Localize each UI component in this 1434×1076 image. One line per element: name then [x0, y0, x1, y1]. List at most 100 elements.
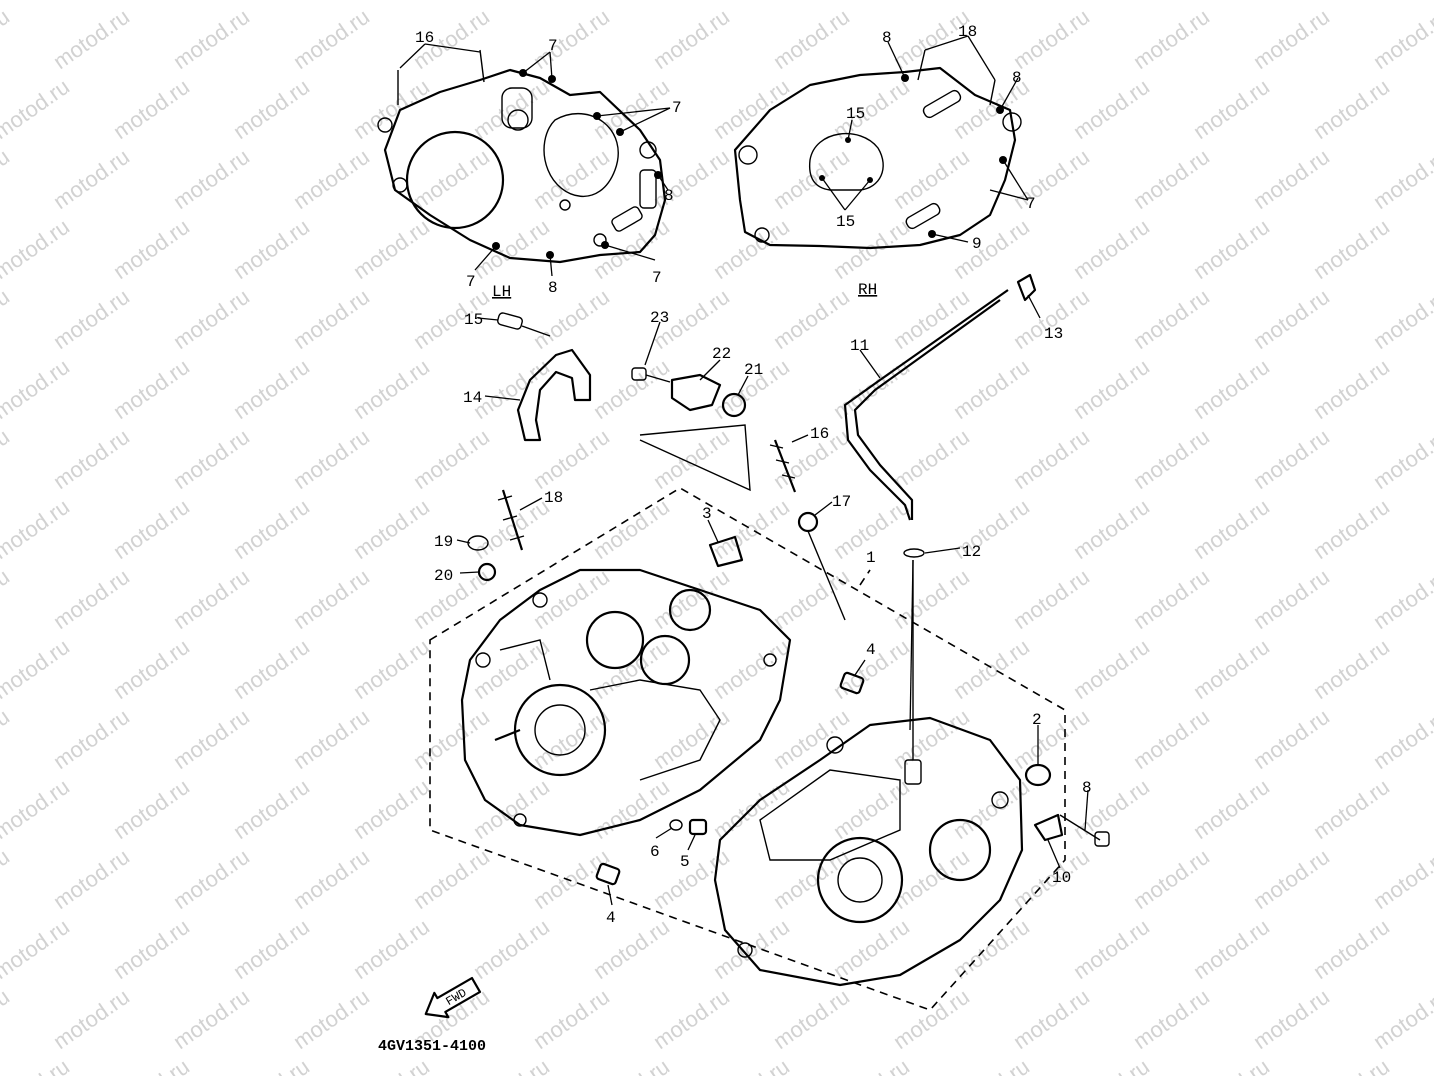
watermark-text: motod.ru: [1309, 214, 1394, 284]
watermark-text: motod.ru: [0, 494, 74, 564]
watermark-text: motod.ru: [1369, 4, 1434, 74]
watermark-text: motod.ru: [49, 4, 134, 74]
watermark-text: motod.ru: [0, 0, 74, 4]
watermark-text: motod.ru: [169, 144, 254, 214]
watermark-text: motod.ru: [1369, 844, 1434, 914]
watermark-text: motod.ru: [1069, 634, 1154, 704]
watermark-text: motod.ru: [1189, 214, 1274, 284]
watermark-text: motod.ru: [589, 914, 674, 984]
watermark-text: motod.ru: [1129, 704, 1214, 774]
watermark-text: motod.ru: [1069, 914, 1154, 984]
watermark-text: motod.ru: [289, 4, 374, 74]
watermark-text: motod.ru: [1369, 284, 1434, 354]
rh-label: RH: [858, 281, 877, 299]
watermark-text: motod.ru: [109, 74, 194, 144]
callout-15-rh-bottom: 15: [836, 213, 855, 231]
watermark-text: motod.ru: [169, 284, 254, 354]
watermark-text: motod.ru: [1309, 74, 1394, 144]
assembly-leader: [859, 569, 871, 586]
watermark-text: motod.ru: [0, 4, 14, 74]
watermark-text: motod.ru: [1429, 1054, 1434, 1076]
watermark-text: motod.ru: [169, 704, 254, 774]
watermark-text: motod.ru: [529, 984, 614, 1054]
callout-8-rh-right: 8: [1012, 69, 1022, 87]
watermark-text: motod.ru: [109, 354, 194, 424]
watermark-text: motod.ru: [649, 844, 734, 914]
watermark-text: motod.ru: [1249, 144, 1334, 214]
watermark-text: motod.ru: [949, 214, 1034, 284]
watermark-text: motod.ru: [949, 914, 1034, 984]
watermark-text: motod.ru: [1069, 74, 1154, 144]
watermark-text: motod.ru: [1069, 214, 1154, 284]
callout-19: 19: [434, 533, 453, 551]
watermark-text: motod.ru: [229, 0, 314, 4]
callout-15-bolt: 15: [464, 311, 483, 329]
watermark-text: motod.ru: [0, 1054, 74, 1076]
watermark-text: motod.ru: [229, 494, 314, 564]
watermark-text: motod.ru: [109, 0, 194, 4]
callout-7-mid: 7: [672, 99, 682, 117]
callout-8-rh-top: 8: [882, 29, 892, 47]
callout-13: 13: [1044, 325, 1063, 343]
watermark-text: motod.ru: [1009, 704, 1094, 774]
watermark-text: motod.ru: [0, 74, 74, 144]
lh-label: LH: [492, 283, 511, 301]
watermark-text: motod.ru: [1309, 1054, 1394, 1076]
watermark-text: motod.ru: [49, 984, 134, 1054]
watermark-text: motod.ru: [1129, 564, 1214, 634]
watermark-text: motod.ru: [469, 494, 554, 564]
assembly-outline: [429, 487, 1066, 1011]
callout-4-lower: 4: [606, 909, 616, 927]
watermark-text: motod.ru: [589, 354, 674, 424]
callout-9: 9: [972, 235, 982, 253]
watermark-text: motod.ru: [589, 1054, 674, 1076]
watermark-text: motod.ru: [829, 774, 914, 844]
watermark-text: motod.ru: [0, 984, 14, 1054]
callout-1: 1: [866, 549, 876, 567]
watermark-text: motod.ru: [289, 424, 374, 494]
small-parts: [467, 273, 1110, 886]
watermark-text: motod.ru: [829, 1054, 914, 1076]
watermark-text: motod.ru: [1189, 914, 1274, 984]
watermark-text: motod.ru: [229, 774, 314, 844]
watermark-text: motod.ru: [229, 214, 314, 284]
watermark-text: motod.ru: [649, 984, 734, 1054]
watermark-text: motod.ru: [829, 0, 914, 4]
watermark-text: motod.ru: [229, 1054, 314, 1076]
watermark-text: motod.ru: [349, 494, 434, 564]
watermark-text: motod.ru: [769, 284, 854, 354]
watermark-text: motod.ru: [649, 424, 734, 494]
watermark-text: motod.ru: [1129, 4, 1214, 74]
watermark-text: motod.ru: [949, 634, 1034, 704]
watermark-text: motod.ru: [1129, 144, 1214, 214]
watermark-text: motod.ru: [349, 214, 434, 284]
watermark-text: motod.ru: [769, 844, 854, 914]
watermark-text: motod.ru: [949, 354, 1034, 424]
watermark-text: motod.ru: [1369, 564, 1434, 634]
watermark-text: motod.ru: [1129, 284, 1214, 354]
watermark-text: motod.ru: [109, 774, 194, 844]
watermark-text: motod.ru: [349, 0, 434, 4]
watermark-text: motod.ru: [0, 774, 74, 844]
watermark-text: motod.ru: [1129, 984, 1214, 1054]
watermark-text: motod.ru: [709, 1054, 794, 1076]
watermark-text: motod.ru: [1189, 494, 1274, 564]
watermark-text: motod.ru: [109, 914, 194, 984]
watermark-text: motod.ru: [529, 284, 614, 354]
watermark-text: motod.ru: [49, 564, 134, 634]
watermark-text: motod.ru: [469, 214, 554, 284]
watermark-text: motod.ru: [1129, 844, 1214, 914]
watermark-text: motod.ru: [1009, 4, 1094, 74]
watermark-text: motod.ru: [289, 144, 374, 214]
watermark-text: motod.ru: [229, 354, 314, 424]
watermark-text: motod.ru: [0, 284, 14, 354]
watermark-text: motod.ru: [889, 984, 974, 1054]
callout-11: 11: [850, 337, 869, 355]
watermark-text: motod.ru: [1249, 424, 1334, 494]
watermark-text: motod.ru: [1069, 354, 1154, 424]
watermark-text: motod.ru: [949, 0, 1034, 4]
diagram-code: 4GV1351-4100: [378, 1038, 486, 1055]
watermark-text: motod.ru: [1429, 914, 1434, 984]
watermark-text: motod.ru: [1429, 214, 1434, 284]
